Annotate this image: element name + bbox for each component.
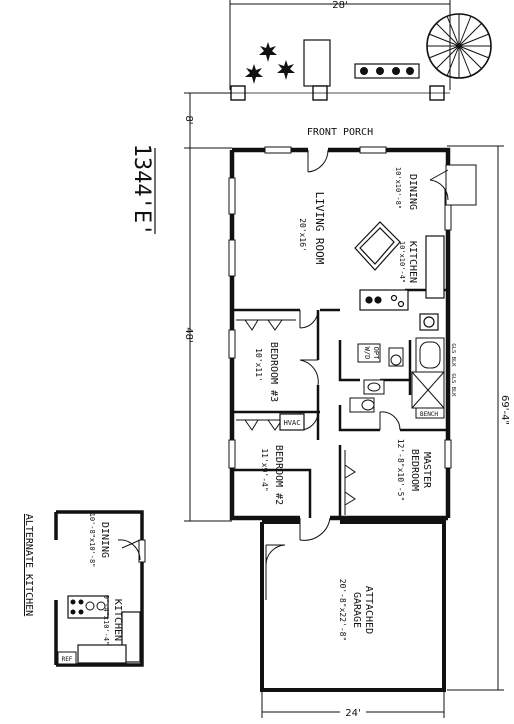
bedroom2-name: BEDROOM #2 (273, 445, 284, 505)
house-depth-dimension (184, 148, 232, 522)
bottom-dim-mask (340, 705, 366, 719)
porch-depth-label: 8' (183, 115, 194, 124)
opt-label: OPT (372, 347, 380, 360)
wd-label: W/D (363, 347, 371, 360)
garage-walls (260, 520, 446, 692)
master-name-line2: BEDROOM (409, 449, 420, 491)
living-room-size: 20'x16' (298, 218, 307, 252)
alt-kitchen-name: KITCHEN (112, 599, 123, 641)
interior-walls (232, 288, 448, 518)
overall-length-dimension (447, 145, 504, 691)
alternate-kitchen-title: ALTERNATE KITCHEN (23, 514, 34, 616)
garage-name: ATTACHED (363, 586, 374, 634)
master-name: MASTER (421, 452, 432, 489)
bench-label: BENCH (420, 411, 438, 418)
dining-size: 10'x10'-8" (394, 167, 402, 209)
dining-name: DINING (407, 174, 418, 210)
porch (230, 85, 450, 101)
ref-label: REF (62, 656, 73, 663)
alt-kitchen-size: 9'-4"x10'-4" (102, 595, 110, 646)
hvac-unit (279, 413, 305, 431)
porch-dimension (184, 92, 232, 149)
top-width-label: 28' (332, 0, 347, 11)
walkway (303, 39, 331, 87)
overall-length-label: 69'-4" (499, 395, 510, 425)
interior-doors (299, 309, 401, 541)
living-room-name: LIVING ROOM (313, 192, 326, 265)
hvac-label: HVAC (284, 419, 301, 427)
planter-boxes (354, 63, 420, 79)
tree-icon (426, 13, 492, 79)
kitchen-name: KITCHEN (407, 241, 418, 283)
porch-label: FRONT PORCH (307, 127, 373, 138)
master-size: 12'-8"x10'-5" (396, 439, 405, 502)
shrubs-icon (245, 42, 295, 84)
alternate-kitchen (54, 510, 146, 667)
alt-dining-size: 10'-8"x10'-8" (88, 513, 96, 568)
garage-size: 20'-8"x22'-8" (338, 579, 347, 642)
bedroom2-size: 11'x9'-4" (260, 448, 269, 491)
garage-name-line2: GARAGE (351, 592, 362, 628)
kitchen-size: 10'x10'-4" (398, 241, 406, 283)
kitchen-counters (359, 235, 445, 331)
closet-doors (236, 319, 356, 515)
alt-dining-name: DINING (99, 522, 110, 558)
bath-fixtures (349, 337, 445, 419)
kitchen-island (354, 221, 401, 271)
glass-block-label-1: GLS BLK (450, 343, 456, 367)
bottom-width-label: 24' (345, 708, 360, 719)
bedroom3-size: 10'x11' (254, 348, 263, 382)
bedroom3-name: BEDROOM #3 (268, 342, 279, 402)
windows (228, 146, 452, 469)
plan-title: 1344'E' (129, 144, 154, 237)
dining-side-door (429, 164, 477, 206)
glass-block-label-2: GLS BLK (450, 373, 456, 397)
house-depth-label: 48' (183, 327, 194, 342)
front-door (307, 149, 329, 173)
